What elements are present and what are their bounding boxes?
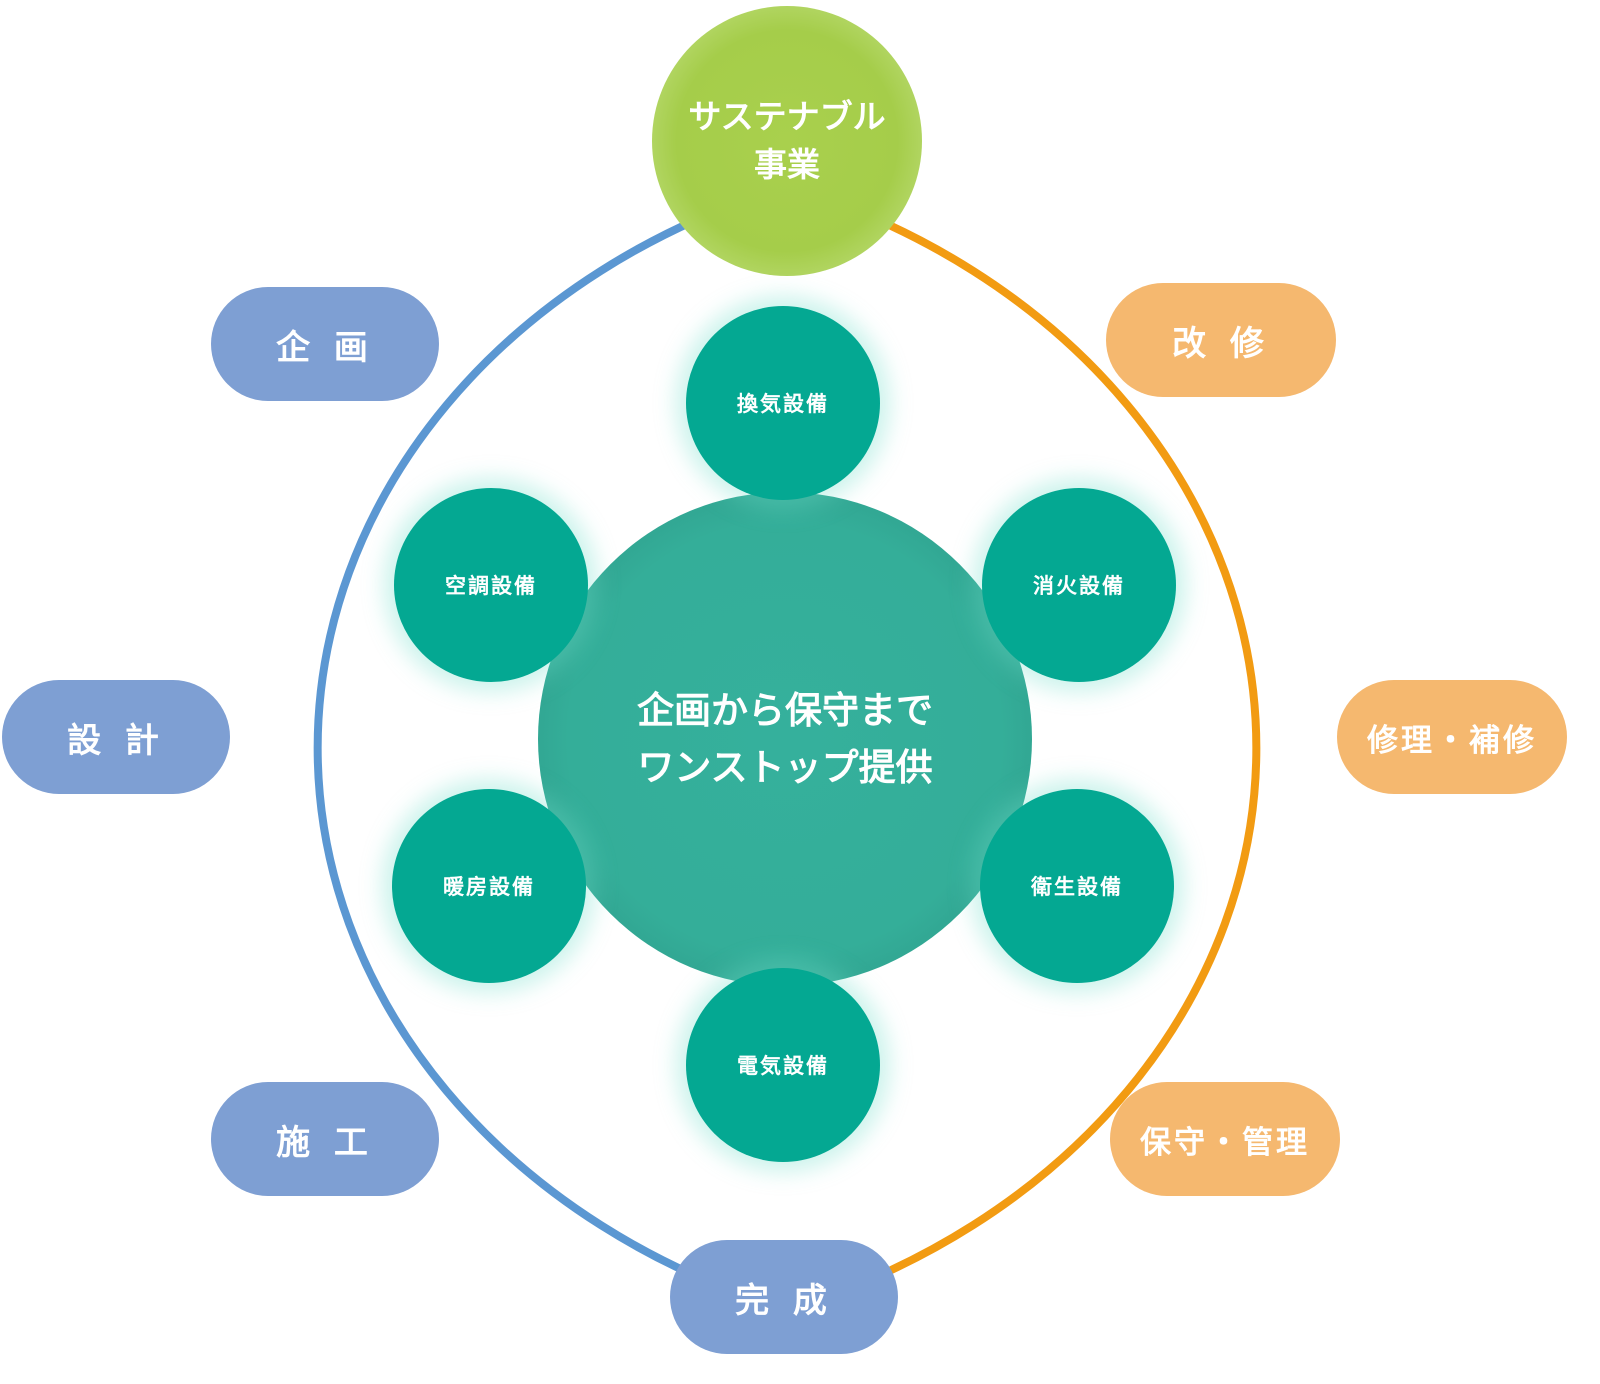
- equipment-ventilation: 換気設備: [686, 306, 880, 500]
- hub-label-line1: 企画から保守まで: [637, 688, 933, 732]
- equipment-fire-fighting: 消火設備: [982, 488, 1176, 682]
- stage-completion: 完 成: [670, 1240, 898, 1354]
- equipment-sanitation: 衛生設備: [980, 789, 1174, 983]
- stage-design: 設 計: [2, 680, 230, 794]
- sustainable-label-line2: 事業: [754, 145, 820, 184]
- stage-construction: 施 工: [211, 1082, 439, 1196]
- sustainable-label-line1: サステナブル: [688, 97, 886, 137]
- stage-maintenance: 保守・管理: [1110, 1082, 1340, 1196]
- stage-repair: 修理・補修: [1337, 680, 1567, 794]
- ring-left-arc: [313, 182, 789, 1314]
- ring-right-arc: [785, 182, 1261, 1314]
- equipment-air-conditioning: 空調設備: [394, 488, 588, 682]
- equipment-electrical: 電気設備: [686, 968, 880, 1162]
- stage-renovation: 改 修: [1106, 283, 1336, 397]
- hub-label-line2: ワンストップ提供: [637, 746, 933, 789]
- sustainable-business-circle: サステナブル 事業: [652, 6, 922, 276]
- equipment-heating: 暖房設備: [392, 789, 586, 983]
- stage-planning: 企 画: [211, 287, 439, 401]
- center-hub: 企画から保守まで ワンストップ提供: [538, 492, 1032, 986]
